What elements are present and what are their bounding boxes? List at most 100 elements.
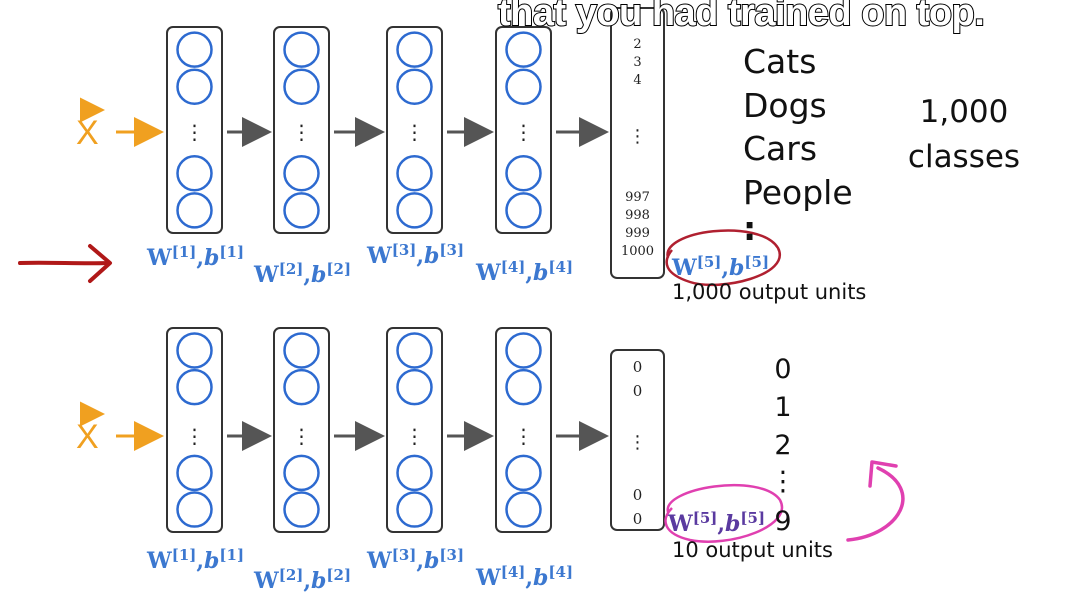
- class-label: :: [743, 209, 756, 248]
- neuron-circle: [505, 31, 542, 68]
- weight-label-2: W[2],b[2]: [253, 566, 351, 594]
- neuron-circle: [396, 491, 433, 528]
- neuron-circle: [176, 491, 213, 528]
- neuron-ellipsis: ⋮: [514, 120, 534, 144]
- neuron-ellipsis: ⋮: [405, 120, 425, 144]
- neuron-circle: [396, 192, 433, 229]
- output-value: 4: [633, 73, 641, 88]
- neuron-circle: [505, 155, 542, 192]
- output-layer: 2 3 4 ⋮ 997 998 999 1000: [610, 7, 665, 279]
- output-value: 997: [625, 190, 650, 205]
- output-box: [610, 349, 665, 531]
- magenta-curved-arrow-icon: [846, 460, 905, 542]
- output-value: 999: [625, 226, 650, 241]
- neuron-ellipsis: ⋮: [405, 424, 425, 448]
- class-label: 2: [774, 430, 791, 461]
- neuron-circle: [283, 332, 320, 369]
- output-value: 0: [633, 382, 643, 400]
- neuron-circle: [283, 192, 320, 229]
- weight-label-4: W[4],b[4]: [475, 258, 573, 286]
- hidden-layer-1: ⋮: [166, 327, 272, 533]
- neuron-circle: [283, 368, 320, 406]
- weight-label-3: W[3],b[3]: [366, 546, 464, 574]
- hidden-layer-2: ⋮: [273, 26, 385, 234]
- class-label: Dogs: [743, 86, 827, 125]
- neuron-ellipsis: ⋮: [185, 424, 205, 448]
- class-label: 0: [774, 354, 791, 385]
- neuron-circle: [505, 68, 542, 105]
- weight-label-3: W[3],b[3]: [366, 241, 464, 269]
- hidden-layer-4: ⋮: [495, 327, 609, 533]
- neuron-circle: [283, 68, 320, 105]
- class-label: ⋮: [770, 466, 797, 497]
- neuron-circle: [396, 332, 433, 369]
- neuron-circle: [176, 368, 213, 406]
- neuron-ellipsis: ⋮: [185, 120, 205, 144]
- neuron-ellipsis: ⋮: [292, 424, 312, 448]
- class-label: Cats: [743, 42, 816, 81]
- output-value: 1000: [621, 244, 654, 259]
- hidden-layer-3: ⋮: [386, 327, 494, 533]
- input-x: X: [76, 97, 164, 152]
- neuron-circle: [396, 155, 433, 192]
- output-units-label: 1,000 output units: [672, 280, 866, 304]
- neuron-circle: [505, 192, 542, 229]
- top-network: X ⋮ ⋮ ⋮ ⋮ W[1],b[1] W[2],b[2] W[3],b[3] W[4],b[4…: [76, 7, 665, 288]
- neuron-circle: [176, 332, 213, 369]
- class-label: Cars: [743, 129, 817, 168]
- magenta-circle-highlight: [664, 483, 784, 543]
- output-value: 0: [633, 510, 643, 528]
- red-arrow-icon: [18, 244, 112, 283]
- output-ellipsis: ⋮: [629, 126, 647, 147]
- bottom-network: X ⋮ ⋮ ⋮ ⋮ W[1],b[1] W[2],b[2] W[3],b[3] W[4],b[4…: [76, 327, 665, 594]
- neuron-circle: [396, 31, 433, 68]
- neuron-circle: [505, 332, 542, 369]
- output-layer: 0 0 ⋮ 0 0: [610, 349, 665, 531]
- neuron-circle: [505, 491, 542, 528]
- class-label: 1: [774, 392, 791, 423]
- output-units-label: 10 output units: [672, 538, 833, 562]
- red-circle-highlight: [665, 229, 782, 287]
- output-value: 2: [633, 37, 641, 52]
- output-value: 3: [633, 55, 641, 70]
- weight-label-2: W[2],b[2]: [253, 260, 351, 288]
- input-x-label: X: [76, 114, 99, 152]
- output-box: [610, 7, 665, 279]
- class-label: 9: [774, 506, 791, 537]
- input-x: X: [76, 401, 164, 456]
- weight-label-5: W[5],b[5]: [671, 253, 769, 281]
- output-value: 0: [633, 358, 643, 376]
- hidden-layer-3: ⋮: [386, 26, 494, 234]
- neuron-circle: [176, 68, 213, 105]
- neuron-circle: [396, 368, 433, 406]
- neuron-circle: [283, 491, 320, 528]
- hidden-layer-1: ⋮: [166, 26, 272, 234]
- neuron-ellipsis: ⋮: [514, 424, 534, 448]
- neuron-circle: [505, 454, 542, 492]
- neuron-circle: [176, 31, 213, 68]
- hidden-layer-4: ⋮: [495, 26, 609, 234]
- hidden-layer-2: ⋮: [273, 327, 385, 533]
- neuron-circle: [283, 155, 320, 192]
- class-count-label: classes: [908, 139, 1020, 175]
- output-ellipsis: ⋮: [629, 432, 647, 453]
- neuron-circle: [283, 454, 320, 492]
- neuron-circle: [283, 31, 320, 68]
- neuron-circle: [176, 454, 213, 492]
- weight-label-1: W[1],b[1]: [146, 243, 244, 271]
- neuron-circle: [176, 192, 213, 229]
- class-label: People: [743, 173, 853, 212]
- neuron-circle: [396, 68, 433, 105]
- neuron-circle: [396, 454, 433, 492]
- output-value: 998: [625, 208, 650, 223]
- weight-label-1: W[1],b[1]: [146, 546, 244, 574]
- output-value: 0: [633, 486, 643, 504]
- weight-label-4: W[4],b[4]: [475, 563, 573, 591]
- neuron-circle: [176, 155, 213, 192]
- input-x-label: X: [76, 418, 99, 456]
- bottom-class-list: 0 1 2 ⋮ 9: [770, 354, 797, 537]
- weight-label-5: W[5],b[5]: [667, 509, 765, 537]
